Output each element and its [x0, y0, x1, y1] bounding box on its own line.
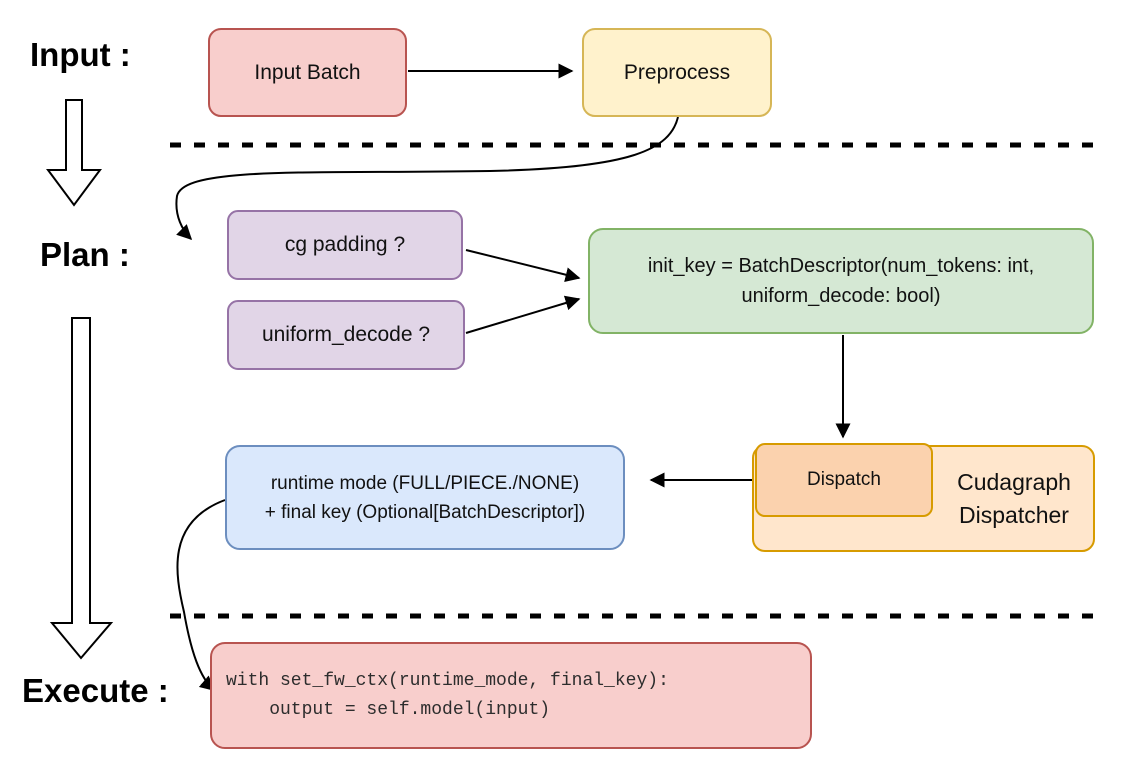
node-input-batch: Input Batch [208, 28, 407, 117]
stage-label-execute: Execute : [22, 672, 169, 709]
execute-code-line1: with set_fw_ctx(runtime_mode, final_key)… [226, 670, 669, 691]
stage-arrow-plan-to-execute-icon [49, 317, 114, 660]
execute-code-line2: output = self.model(input) [226, 699, 551, 720]
stage-arrow-input-to-plan-icon [46, 99, 102, 207]
connector-cg-padding-to-init-key [465, 249, 581, 283]
node-execute-code: with set_fw_ctx(runtime_mode, final_key)… [210, 642, 812, 749]
node-input-batch-label: Input Batch [254, 60, 361, 84]
node-uniform-decode: uniform_decode ? [227, 300, 465, 370]
node-cudagraph-dispatcher-label: Cudagraph Dispatcher [928, 466, 1100, 532]
connector-uniform-decode-to-init-key [465, 295, 581, 334]
node-preprocess: Preprocess [582, 28, 772, 117]
node-dispatch: Dispatch [755, 443, 933, 517]
connector-preprocess-to-cg-padding [175, 116, 679, 241]
node-runtime-mode-line2: + final key (Optional[BatchDescriptor]) [264, 501, 586, 523]
node-dispatch-label: Dispatch [807, 469, 881, 490]
node-preprocess-label: Preprocess [623, 60, 731, 84]
node-cg-padding-label: cg padding ? [284, 233, 406, 256]
node-init-key-line2: uniform_decode: bool) [741, 285, 941, 307]
stage-label-input: Input : [30, 36, 131, 73]
cudagraph-label-line1: Cudagraph [957, 469, 1071, 495]
node-runtime-mode: runtime mode (FULL/PIECE./NONE) + final … [225, 445, 625, 550]
node-init-key: init_key = BatchDescriptor(num_tokens: i… [588, 228, 1094, 334]
node-uniform-decode-label: uniform_decode ? [261, 323, 431, 346]
cudagraph-label-line2: Dispatcher [959, 502, 1069, 528]
node-runtime-mode-line1: runtime mode (FULL/PIECE./NONE) [270, 472, 580, 494]
node-init-key-line1: init_key = BatchDescriptor(num_tokens: i… [647, 255, 1035, 277]
connector-runtime-mode-to-execute-code [176, 499, 226, 691]
node-cg-padding: cg padding ? [227, 210, 463, 280]
stage-label-plan: Plan : [40, 236, 130, 273]
